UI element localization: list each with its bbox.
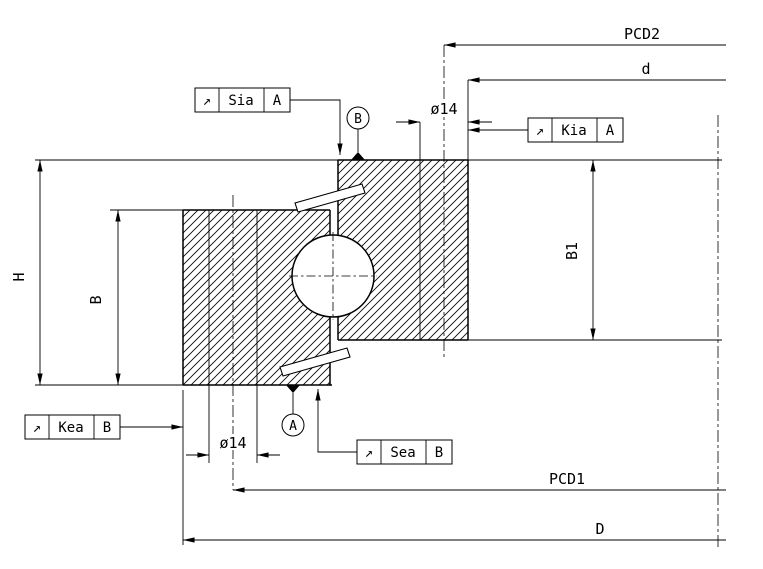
fcf-kea-dividers <box>48 415 95 439</box>
fcf-sia-datum: A <box>273 93 282 109</box>
dim-d: d <box>468 60 726 83</box>
datum-b-triangle <box>351 152 365 160</box>
runout-icon: ↗ <box>33 420 41 436</box>
seal-lower <box>279 347 351 377</box>
dim-pcd1: PCD1 <box>233 470 726 493</box>
fcf-sia: ↗ Sia A <box>194 87 343 155</box>
fcf-sia-leader <box>290 99 343 155</box>
datum-a-triangle <box>286 385 300 393</box>
dim-b-label: B <box>87 295 105 304</box>
fcf-sea-tolerance: Sea <box>390 445 415 461</box>
dim-height-left-ring: B <box>87 210 121 385</box>
fcf-kea: ↗ Kea B <box>24 414 183 440</box>
dim-hole-top-label-bg <box>426 100 463 117</box>
fcf-sea-frame <box>356 439 453 465</box>
fcf-kea-frame <box>24 414 121 440</box>
datum-b: B <box>346 106 370 160</box>
seal-upper <box>294 183 366 213</box>
fcf-kia-frame <box>527 117 624 143</box>
fcf-sea-datum: B <box>435 445 443 461</box>
dim-hole-bottom-label-bg <box>215 434 252 450</box>
datum-a: A <box>281 385 305 437</box>
datum-a-label: A <box>289 419 297 434</box>
fcf-sea-dividers <box>380 440 427 464</box>
dim-pcd2: PCD2 <box>444 25 726 48</box>
fcf-sia-dividers <box>218 88 265 112</box>
dim-hole-bottom-label: ø14 <box>219 434 246 452</box>
fcf-kia-dividers <box>551 118 598 142</box>
fcf-sia-tolerance: Sia <box>228 93 253 109</box>
dim-hole-top: ø14 <box>396 100 492 125</box>
dim-height-overall: H <box>10 160 43 385</box>
fcf-kia-tolerance: Kia <box>561 123 586 139</box>
fcf-kia-datum: A <box>606 123 615 139</box>
datum-a-circle <box>281 413 305 437</box>
section-geometry <box>35 122 722 463</box>
fcf-kea-datum: B <box>103 420 111 436</box>
fcf-sea-leader <box>315 389 357 453</box>
dim-pcd1-label: PCD1 <box>549 470 585 488</box>
dim-height-right-ring: B1 <box>563 160 596 340</box>
runout-icon: ↗ <box>536 123 544 139</box>
datum-b-circle <box>346 106 370 130</box>
dim-pcd2-label: PCD2 <box>624 25 660 43</box>
dim-d-outer-label: D <box>595 520 604 538</box>
dim-hole-top-label: ø14 <box>430 100 457 118</box>
runout-icon: ↗ <box>203 93 211 109</box>
dim-hole-bottom: ø14 <box>186 434 280 458</box>
dim-h-label: H <box>10 272 28 281</box>
fcf-sea: ↗ Sea B <box>315 389 453 465</box>
dim-b1-label: B1 <box>563 242 581 260</box>
datum-b-label: B <box>354 112 362 127</box>
fcf-kea-tolerance: Kea <box>58 420 83 436</box>
dim-d-label: d <box>641 60 650 78</box>
dim-outer-diameter: D <box>183 520 726 543</box>
fcf-sia-frame <box>194 87 291 113</box>
fcf-kia: ↗ Kia A <box>468 117 624 143</box>
centerlines <box>232 45 719 550</box>
runout-icon: ↗ <box>365 445 373 461</box>
